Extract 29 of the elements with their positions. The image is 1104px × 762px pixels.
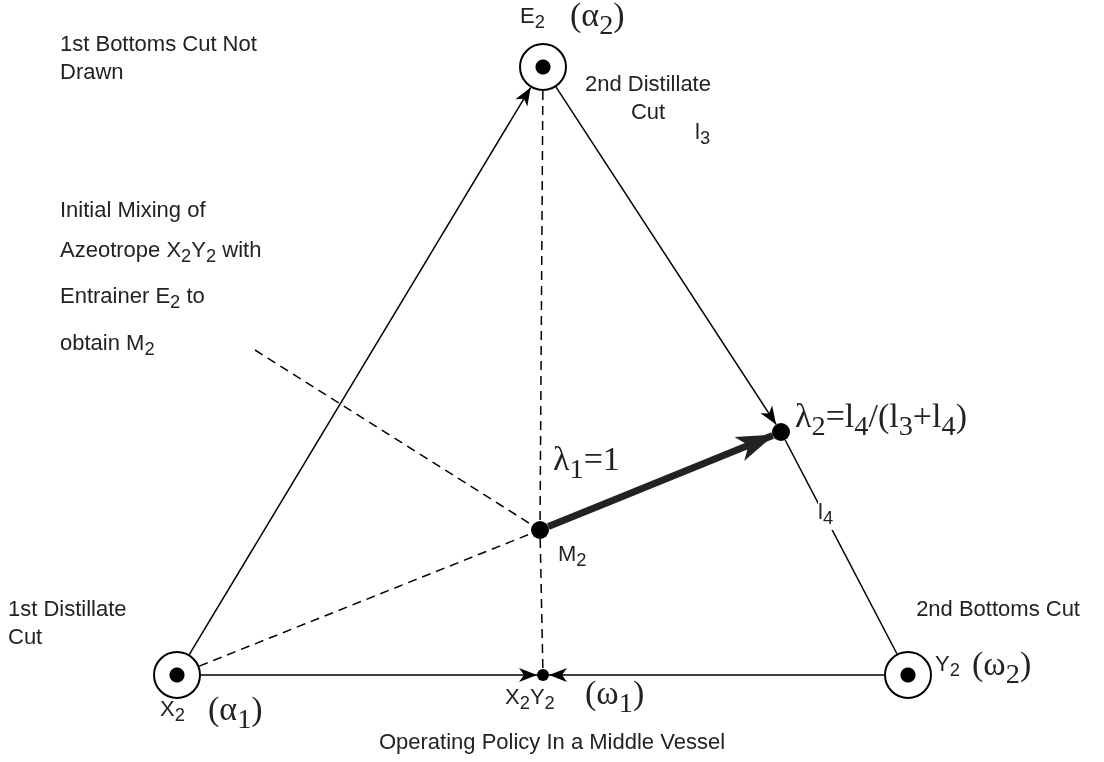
arrow [548,668,885,682]
point-label: Y$_{2}$ [935,650,960,683]
point-label: (ω$_{1}$) [585,673,645,720]
point-label: X$_{2}$ [160,695,185,728]
edge-label: l$_{4}$ [818,498,834,531]
circled-point [519,43,567,91]
point-dot [537,669,549,681]
point-label: 1st Distillate Cut [8,595,128,650]
point-label: (α$_{2}$) [570,0,625,42]
dashed-line [539,90,544,522]
arrow [555,86,777,426]
arrow [188,86,532,656]
point-label: (α$_{1}$) [208,689,263,736]
caption: Operating Policy In a Middle Vessel [377,728,727,756]
dashed-line [539,538,544,670]
annotation-text: Initial Mixing of Azeotrope X$_{2}$Y$_{2}$ with Entrainer E$_{2}$ to obtain M$_{2}$ [60,196,263,362]
point-label: E$_{2}$ [520,2,545,35]
point-dot [772,423,790,441]
point-label: M$_{2}$ [558,540,587,573]
arrow [200,668,538,682]
point-label: (ω$_{2}$) [972,644,1032,691]
point-label: 2nd Bottoms Cut [915,595,1080,623]
point-label: λ$_{2}$=l$_{4}$/(l$_{3}$+l$_{4}$) [795,396,967,443]
note-text: 1st Bottoms Cut Not Drawn [60,30,258,85]
circled-point [884,651,932,699]
thick-arrow [547,432,775,530]
point-dot [531,521,549,539]
circled-point [153,651,201,699]
point-label: X$_{2}$Y$_{2}$ [505,683,555,716]
